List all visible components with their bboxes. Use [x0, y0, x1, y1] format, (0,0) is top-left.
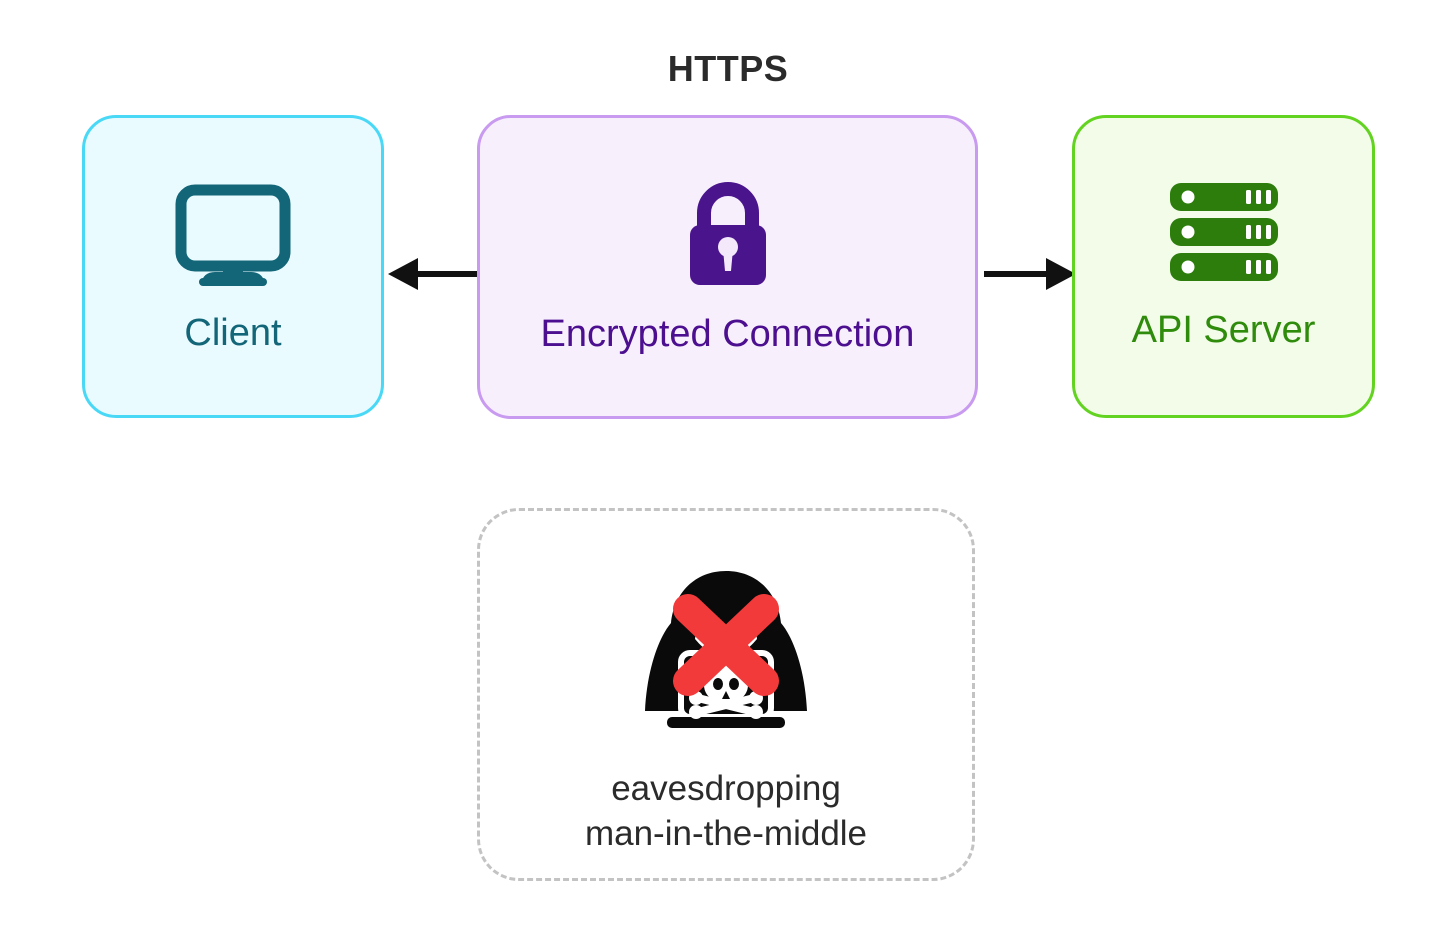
padlock-icon — [680, 177, 776, 289]
node-threat-label: eavesdropping man-in-the-middle — [585, 767, 867, 857]
node-encrypted-connection-label: Encrypted Connection — [540, 313, 915, 356]
desktop-monitor-icon — [173, 184, 293, 288]
node-api-server[interactable]: API Server — [1072, 115, 1375, 418]
server-rack-icon — [1168, 181, 1280, 283]
hacker-blocked-icon — [633, 565, 819, 741]
node-threat-blocked[interactable]: eavesdropping man-in-the-middle — [477, 508, 975, 881]
page-title: HTTPS — [667, 48, 789, 89]
node-api-server-label: API Server — [1131, 308, 1316, 351]
red-cross-icon — [673, 594, 779, 696]
arrow-to-api-server — [984, 258, 1076, 290]
node-threat-label-line2: man-in-the-middle — [584, 813, 868, 853]
arrow-to-client — [388, 258, 480, 290]
node-encrypted-connection[interactable]: Encrypted Connection — [477, 115, 978, 419]
node-threat-label-line1: eavesdropping — [611, 769, 841, 808]
node-client[interactable]: Client — [82, 115, 384, 418]
node-client-label: Client — [184, 311, 282, 354]
